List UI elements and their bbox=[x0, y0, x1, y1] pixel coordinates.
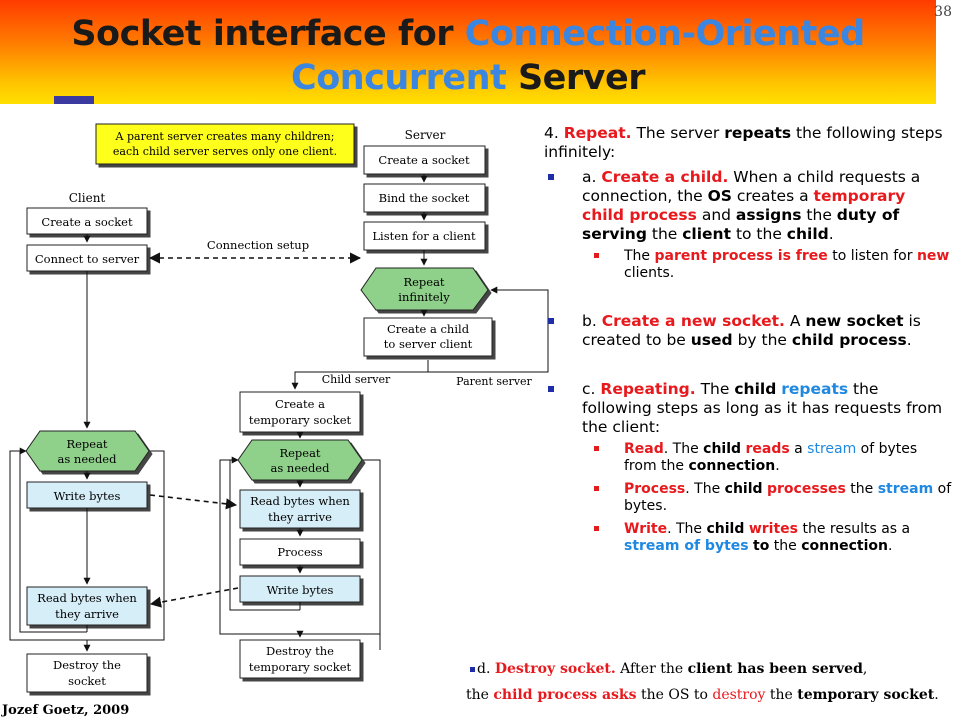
bullet-icon bbox=[594, 526, 599, 531]
temp-socket-box bbox=[239, 391, 361, 433]
client-destroy-box bbox=[26, 653, 148, 693]
create-child-box bbox=[363, 317, 493, 357]
svg-text:temporary socket: temporary socket bbox=[249, 660, 352, 674]
svg-text:Bind the socket: Bind the socket bbox=[379, 191, 470, 205]
svg-text:Read bytes when: Read bytes when bbox=[250, 494, 350, 508]
server-create-socket-box bbox=[363, 145, 486, 175]
client-read-box bbox=[26, 586, 148, 626]
svg-text:Repeat: Repeat bbox=[279, 446, 320, 460]
step-d-continued: the child process asks the OS to destroy… bbox=[466, 687, 939, 703]
svg-text:as needed: as needed bbox=[58, 452, 118, 466]
svg-text:infinitely: infinitely bbox=[398, 290, 450, 304]
svg-text:they arrive: they arrive bbox=[55, 607, 119, 621]
bullet-icon bbox=[594, 486, 599, 491]
step-a-sub: The parent process is free to listen for… bbox=[544, 248, 952, 282]
svg-text:Write bytes: Write bytes bbox=[54, 489, 121, 503]
svg-text:Create a socket: Create a socket bbox=[378, 153, 470, 167]
bullet-icon bbox=[548, 174, 554, 180]
client-label: Client bbox=[69, 191, 106, 205]
svg-text:Process: Process bbox=[277, 545, 322, 559]
step-c-write: Write. The child writes the results as a… bbox=[544, 521, 952, 555]
svg-text:they arrive: they arrive bbox=[268, 510, 332, 524]
flowchart: A parent server creates many children; e… bbox=[9, 123, 549, 693]
child-server-label: Child server bbox=[322, 373, 391, 386]
note-line-1: A parent server creates many children; bbox=[115, 130, 335, 143]
svg-text:Connect to server: Connect to server bbox=[35, 252, 140, 266]
step-c: c. Repeating. The child repeats the foll… bbox=[544, 380, 952, 437]
slide-title-line-1: Socket interface for Connection-Oriented bbox=[71, 14, 865, 54]
parent-server-label: Parent server bbox=[456, 375, 532, 388]
title-banner: Socket interface for Connection-Oriented… bbox=[0, 0, 936, 104]
svg-text:Read bytes when: Read bytes when bbox=[37, 591, 137, 605]
svg-text:Destroy the: Destroy the bbox=[266, 644, 334, 658]
server-label: Server bbox=[405, 128, 446, 142]
svg-text:Listen for a client: Listen for a client bbox=[372, 229, 476, 243]
step-d: d. Destroy socket. After the client has … bbox=[470, 660, 867, 678]
repeat-infinitely-diamond bbox=[360, 267, 489, 311]
footer-author: Jozef Goetz, 2009 bbox=[2, 703, 130, 718]
slide-title-line-2: Concurrent Server bbox=[291, 58, 645, 98]
svg-text:Create a: Create a bbox=[275, 397, 325, 411]
svg-text:Create a socket: Create a socket bbox=[41, 215, 133, 229]
svg-text:temporary socket: temporary socket bbox=[249, 413, 352, 427]
server-listen-box bbox=[363, 221, 486, 251]
bullet-icon bbox=[548, 386, 554, 392]
svg-text:Create a child: Create a child bbox=[387, 322, 470, 336]
svg-text:to server client: to server client bbox=[384, 337, 473, 351]
note-line-2: each child server serves only one client… bbox=[113, 145, 337, 158]
svg-text:Write bytes: Write bytes bbox=[267, 583, 334, 597]
svg-text:Repeat: Repeat bbox=[403, 275, 444, 289]
slide-number: 38 bbox=[934, 4, 952, 20]
connection-setup-label: Connection setup bbox=[207, 238, 309, 252]
step-4: 4. Repeat. The server repeats the follow… bbox=[544, 124, 943, 161]
step-c-read: Read. The child reads a stream of bytes … bbox=[544, 441, 952, 475]
note-box bbox=[95, 123, 355, 165]
svg-text:Destroy the: Destroy the bbox=[53, 658, 121, 672]
step-b: b. Create a new socket. A new socket is … bbox=[544, 312, 952, 350]
step-a: a. Create a child. When a child requests… bbox=[544, 168, 952, 244]
child-read-box bbox=[239, 489, 361, 529]
decorative-bar bbox=[54, 96, 94, 104]
step-c-process: Process. The child processes the stream … bbox=[544, 481, 952, 515]
svg-text:as needed: as needed bbox=[271, 461, 331, 475]
client-create-socket-box bbox=[26, 207, 148, 235]
bullet-icon bbox=[594, 446, 599, 451]
bullet-icon bbox=[470, 666, 475, 672]
bullet-icon bbox=[548, 318, 554, 324]
svg-text:Repeat: Repeat bbox=[66, 437, 107, 451]
child-destroy-box bbox=[239, 639, 361, 679]
explanation-text: 4. Repeat. The server repeats the follow… bbox=[544, 124, 952, 555]
bullet-icon bbox=[594, 253, 599, 258]
svg-text:socket: socket bbox=[68, 674, 106, 688]
client-write-box bbox=[26, 481, 148, 509]
